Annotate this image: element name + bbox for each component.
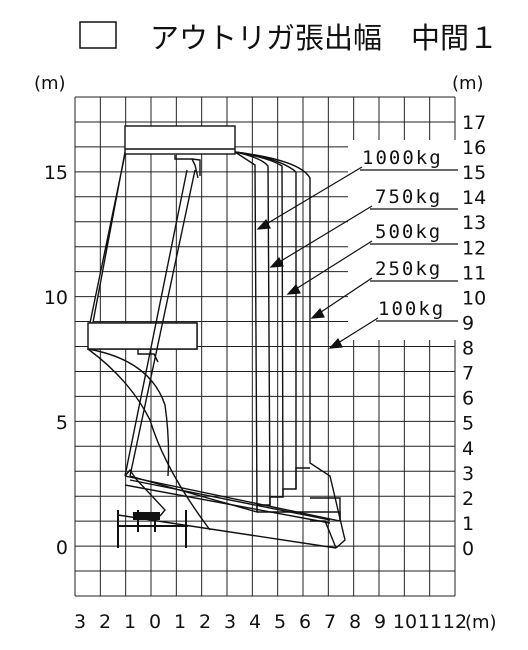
right-axis-tick-label: 6 bbox=[462, 388, 474, 410]
legend-square-icon bbox=[79, 21, 117, 49]
bottom-axis-tick-label: 6 bbox=[299, 611, 311, 633]
right-unit-label: (m) bbox=[452, 73, 484, 94]
bottom-axis-tick-label: 3 bbox=[224, 611, 236, 633]
chart-title: アウトリガ張出幅 中間１ bbox=[150, 21, 498, 55]
left-axis-tick-label: 5 bbox=[56, 412, 68, 434]
capacity-label-250kg: 250kg bbox=[375, 258, 442, 280]
bottom-axis-tick-label: 0 bbox=[149, 611, 161, 633]
left-axis-tick-label: 10 bbox=[44, 287, 68, 309]
bottom-axis-tick-label: 12 bbox=[443, 611, 467, 633]
bottom-axis-tick-label: 2 bbox=[199, 611, 211, 633]
bottom-axis-tick-label: 9 bbox=[374, 611, 386, 633]
left-axis-labels: 15 10 5 0 bbox=[44, 162, 68, 559]
crane-envelope bbox=[87, 125, 346, 549]
left-axis-tick-label: 15 bbox=[44, 162, 68, 184]
right-axis-tick-label: 0 bbox=[462, 538, 474, 560]
right-axis-tick-label: 14 bbox=[462, 187, 486, 209]
bottom-unit-label: (m) bbox=[465, 612, 497, 633]
bottom-axis-tick-label: 7 bbox=[324, 611, 336, 633]
right-axis-tick-label: 15 bbox=[462, 162, 486, 184]
right-axis-tick-label: 16 bbox=[462, 137, 486, 159]
left-axis-tick-label: 0 bbox=[56, 537, 68, 559]
capacity-label-100kg: 100kg bbox=[378, 298, 445, 320]
right-axis-tick-label: 3 bbox=[462, 463, 474, 485]
bottom-axis-tick-label: 4 bbox=[249, 611, 261, 633]
right-axis-tick-label: 8 bbox=[462, 338, 474, 360]
crane-truck-silhouette-icon bbox=[117, 510, 188, 548]
bottom-axis-tick-label: 5 bbox=[274, 611, 286, 633]
right-axis-tick-label: 5 bbox=[462, 413, 474, 435]
capacity-label-500kg: 500kg bbox=[375, 221, 442, 243]
bottom-axis-tick-label: 8 bbox=[349, 611, 361, 633]
bottom-axis-tick-label: 2 bbox=[99, 611, 111, 633]
bottom-axis-tick-label: 1 bbox=[124, 611, 136, 633]
right-axis-tick-label: 12 bbox=[462, 237, 486, 259]
right-axis-tick-label: 13 bbox=[462, 212, 486, 234]
right-axis-tick-label: 1 bbox=[462, 513, 474, 535]
left-unit-label: (m) bbox=[34, 73, 66, 94]
capacity-leader-lines bbox=[256, 166, 458, 349]
right-axis-tick-label: 17 bbox=[462, 112, 486, 134]
capacity-label-1000kg: 1000kg bbox=[362, 147, 443, 169]
bottom-axis-tick-label: 11 bbox=[418, 611, 442, 633]
capacity-label-750kg: 750kg bbox=[375, 186, 442, 208]
right-axis-tick-label: 9 bbox=[462, 312, 474, 334]
right-axis-tick-label: 10 bbox=[462, 287, 486, 309]
bottom-axis-tick-label: 10 bbox=[393, 611, 417, 633]
right-axis-tick-label: 7 bbox=[462, 363, 474, 385]
capacity-label-backdrop bbox=[348, 140, 458, 340]
right-axis-tick-label: 11 bbox=[462, 262, 486, 284]
right-axis-tick-label: 4 bbox=[462, 438, 474, 460]
right-axis-tick-label: 2 bbox=[462, 488, 474, 510]
bottom-axis-tick-label: 3 bbox=[74, 611, 86, 633]
bottom-axis-tick-label: 1 bbox=[174, 611, 186, 633]
